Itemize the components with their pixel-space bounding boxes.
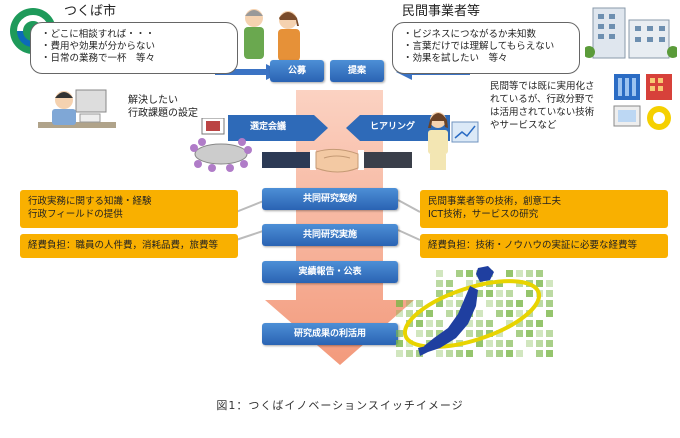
joint-research-contract-button: 共同研究契約 [262,188,398,210]
left-concern-3: ・日常の業務で一杯 等々 [41,53,156,64]
left-knowledge-line-1: 行政実務に関する知識・経験 [28,196,152,207]
right-tech-box: 民間事業者等の技術，創意工夫 ICT技術，サービスの研究 [420,190,668,228]
right-cost-text: 経費負担：技術・ノウハウの実証に必要な経費等 [428,240,638,251]
presenter-illustration [428,112,479,170]
left-knowledge-line-2: 行政フィールドの提供 [28,209,123,220]
teian-button: 提案 [330,60,384,82]
left-concerns-bubble: ・どこに相談すれば・・・ ・費用や効果が分からない ・日常の業務で一杯 等々 [30,22,238,74]
left-cost-box: 経費負担：職員の人件費，消耗品費，旅費等 [20,234,238,258]
left-cost-text: 経費負担：職員の人件費，消耗品費，旅費等 [28,240,219,251]
right-note-line-3: は活用されていない技術 [490,107,595,118]
selection-meeting-shape [228,115,328,141]
right-note-line-4: やサービスなど [490,120,557,131]
right-tech-line-2: ICT技術，サービスの研究 [428,209,539,220]
figure-caption: 図1：つくばイノベーションスイッチイメージ [216,399,464,412]
report-publish-button: 実績報告・公表 [262,261,398,283]
right-note-line-2: れているが、行政分野で [490,94,595,105]
right-concerns-bubble: ・ビジネスにつながるか未知数 ・言葉だけでは理解してもらえない ・効果を試したい… [392,22,580,74]
company-building-illustration [585,7,677,59]
left-note-line-1: 解決したい [128,95,178,106]
left-concern-2: ・費用や効果が分からない [41,41,156,52]
right-concern-2: ・言葉だけでは理解してもらえない [403,41,555,52]
selection-meeting-label: 選定会議 [250,122,287,132]
right-concern-3: ・効果を試したい 等々 [403,53,508,64]
right-note-line-1: 民間等では既に実用化さ [490,81,595,92]
government-staff-illustration [244,9,300,61]
research-utilization-button: 研究成果の利活用 [262,323,398,345]
right-cost-box: 経費負担：技術・ノウハウの実証に必要な経費等 [420,234,668,258]
joint-research-implementation-button: 共同研究実施 [262,224,398,246]
left-knowledge-box: 行政実務に関する知識・経験 行政フィールドの提供 [20,190,238,228]
hearing-label: ヒアリング [370,122,416,132]
left-note-line-2: 行政課題の設定 [128,108,198,119]
worried-staff-illustration [38,89,116,128]
right-concern-1: ・ビジネスにつながるか未知数 [403,29,537,40]
right-org-name: 民間事業者等 [402,4,481,19]
left-org-name: つくば市 [64,4,117,19]
technology-icons-illustration [613,74,672,130]
koubo-button: 公募 [270,60,324,82]
left-concern-1: ・どこに相談すれば・・・ [41,29,155,40]
japan-map-illustration [396,266,553,357]
right-tech-line-1: 民間事業者等の技術，創意工夫 [428,196,562,207]
hearing-shape [346,115,450,141]
handshake-illustration [262,148,412,173]
meeting-room-illustration [190,118,252,172]
